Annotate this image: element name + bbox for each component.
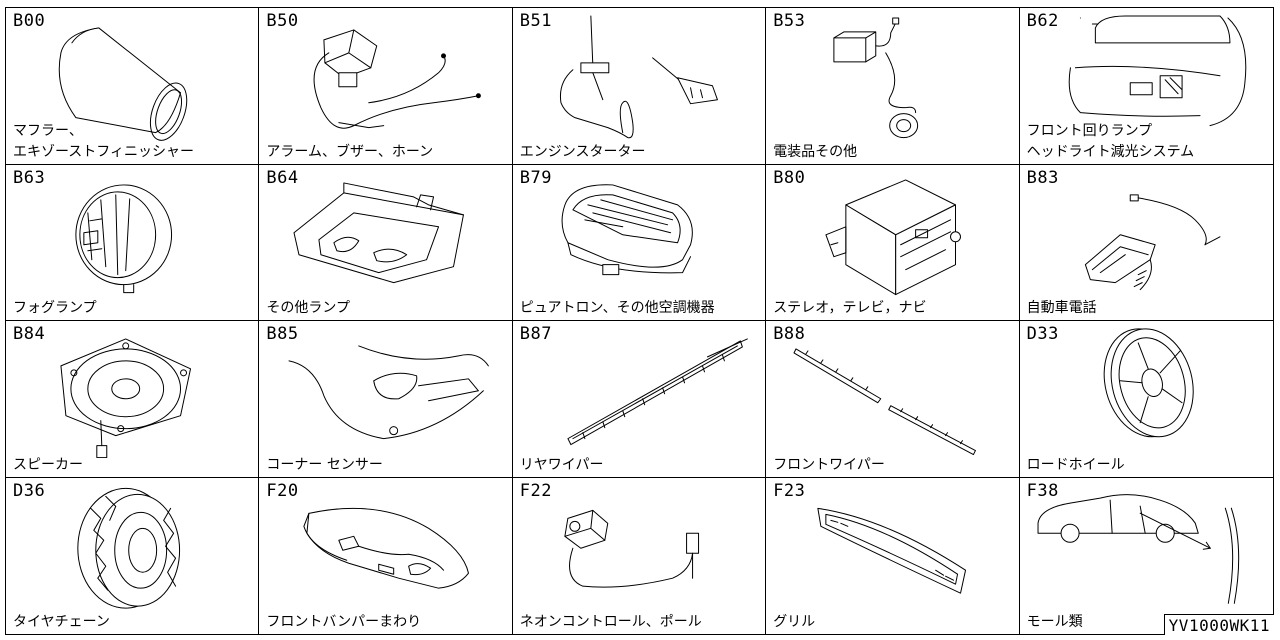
category-cell-f20[interactable]: F20 フロントバンパーまわり bbox=[259, 477, 513, 634]
category-label: ピュアトロン、その他空調機器 bbox=[519, 300, 715, 316]
category-cell-b62[interactable]: B62 フロント回りランプ ヘッドライト減光システム bbox=[1019, 8, 1273, 165]
category-cell-b64[interactable]: B64 その他ランプ bbox=[259, 164, 513, 321]
category-code: B80 bbox=[773, 167, 806, 188]
reference-code: YV1000WK11 bbox=[1163, 614, 1274, 635]
grille-icon bbox=[817, 507, 967, 594]
category-cell-b79[interactable]: B79 ピュアトロン、その他空調機器 bbox=[512, 164, 767, 321]
category-label: ネオンコントロール、ポール bbox=[519, 614, 702, 630]
category-cell-f22[interactable]: F22 ネオンコントロール、ポール bbox=[513, 477, 767, 634]
electrical-parts-icon bbox=[833, 17, 919, 139]
road-wheel-icon bbox=[1103, 328, 1194, 438]
fog-lamp-icon bbox=[75, 183, 173, 293]
category-label: フォグランプ bbox=[13, 300, 97, 316]
category-label: フロント回りランプ ヘッドライト減光システム bbox=[1026, 122, 1195, 160]
category-code: B83 bbox=[1026, 167, 1059, 188]
category-cell-b84[interactable]: B84 スピーカー bbox=[6, 321, 260, 478]
category-label: エンジンスターター bbox=[519, 143, 646, 160]
category-label: マフラー、 エキゾーストフィニッシャー bbox=[13, 122, 195, 160]
front-wiper-icon bbox=[793, 348, 977, 456]
category-code: B53 bbox=[773, 11, 806, 31]
category-cell-b50[interactable]: B50 アラーム、ブザー、ホーン bbox=[259, 8, 513, 165]
car-phone-icon bbox=[1084, 193, 1221, 290]
category-label: コーナー センサー bbox=[266, 456, 383, 473]
category-cell-d33[interactable]: D33 ロードホイール bbox=[1019, 321, 1273, 478]
category-label: リヤワイパー bbox=[519, 456, 604, 473]
category-code: B63 bbox=[13, 167, 46, 188]
category-code: B85 bbox=[266, 324, 299, 344]
category-cell-f23[interactable]: F23 グリル bbox=[766, 477, 1020, 634]
category-cell-f38[interactable]: F38 モール類 bbox=[1020, 478, 1273, 635]
category-label: ステレオ，テレビ，ナビ bbox=[773, 300, 927, 316]
category-cell-b85[interactable]: B85 コーナー センサー bbox=[259, 321, 513, 478]
category-label: グリル bbox=[773, 614, 816, 630]
rear-wiper-icon bbox=[567, 338, 748, 446]
category-cell-b00[interactable]: B00 マフラー、 エキゾーストフィニッシャー bbox=[6, 8, 260, 165]
front-lamp-icon bbox=[1068, 15, 1246, 127]
category-cell-d36[interactable]: D36 タイヤチェーン bbox=[6, 477, 260, 634]
category-code: B84 bbox=[13, 324, 46, 344]
category-label: フロントバンパーまわり bbox=[266, 614, 422, 630]
category-code: B50 bbox=[266, 11, 299, 31]
neon-control-icon bbox=[564, 509, 699, 588]
category-code: B00 bbox=[13, 11, 46, 31]
category-cell-b53[interactable]: B53 電装品その他 bbox=[766, 8, 1020, 165]
category-code: D36 bbox=[13, 480, 46, 501]
category-code: F23 bbox=[773, 480, 806, 501]
category-code: F38 bbox=[1026, 480, 1059, 501]
category-label: 電装品その他 bbox=[773, 143, 858, 160]
category-code: D33 bbox=[1026, 324, 1059, 344]
category-cell-b83[interactable]: B83 自動車電話 bbox=[1019, 165, 1273, 321]
front-bumper-icon bbox=[303, 507, 470, 589]
category-cell-b88[interactable]: B88 フロントワイパー bbox=[766, 321, 1020, 478]
speaker-icon bbox=[60, 338, 192, 459]
alarm-buzzer-icon bbox=[314, 29, 482, 129]
category-label: フロントワイパー bbox=[773, 456, 885, 473]
category-cell-b80[interactable]: B80 ステレオ，テレビ，ナビ bbox=[766, 164, 1020, 321]
stereo-icon bbox=[825, 178, 962, 295]
category-code: B79 bbox=[519, 167, 553, 188]
category-code: B88 bbox=[773, 324, 806, 344]
category-label: 自動車電話 bbox=[1026, 300, 1097, 316]
category-cell-b63[interactable]: B63 フォグランプ bbox=[6, 164, 260, 321]
category-code: F22 bbox=[519, 480, 553, 501]
category-cell-b51[interactable]: B51 エンジンスターター bbox=[512, 8, 767, 165]
category-code: B64 bbox=[266, 167, 299, 188]
air-purifier-icon bbox=[561, 183, 693, 275]
category-code: B51 bbox=[519, 11, 553, 31]
category-label: モール類 bbox=[1026, 614, 1083, 630]
category-label: スピーカー bbox=[13, 456, 83, 473]
category-code: B62 bbox=[1026, 11, 1059, 31]
category-code: B87 bbox=[519, 324, 553, 344]
category-cell-b87[interactable]: B87 リヤワイパー bbox=[512, 321, 767, 478]
category-label: その他ランプ bbox=[266, 300, 350, 316]
category-code: F20 bbox=[266, 480, 299, 501]
category-label: タイヤチェーン bbox=[13, 614, 110, 630]
parts-category-grid: B00 マフラー、 エキゾーストフィニッシャー B50 アラーム、ブザー、ホーン… bbox=[5, 7, 1274, 635]
room-lamp-icon bbox=[293, 181, 465, 283]
corner-sensor-icon bbox=[288, 345, 490, 440]
category-label: アラーム、ブザー、ホーン bbox=[266, 143, 434, 160]
molding-icon bbox=[1037, 493, 1239, 604]
tire-chain-icon bbox=[77, 487, 181, 609]
category-label: ロードホイール bbox=[1026, 456, 1125, 473]
engine-starter-icon bbox=[559, 15, 718, 139]
muffler-tip-icon bbox=[58, 27, 188, 141]
